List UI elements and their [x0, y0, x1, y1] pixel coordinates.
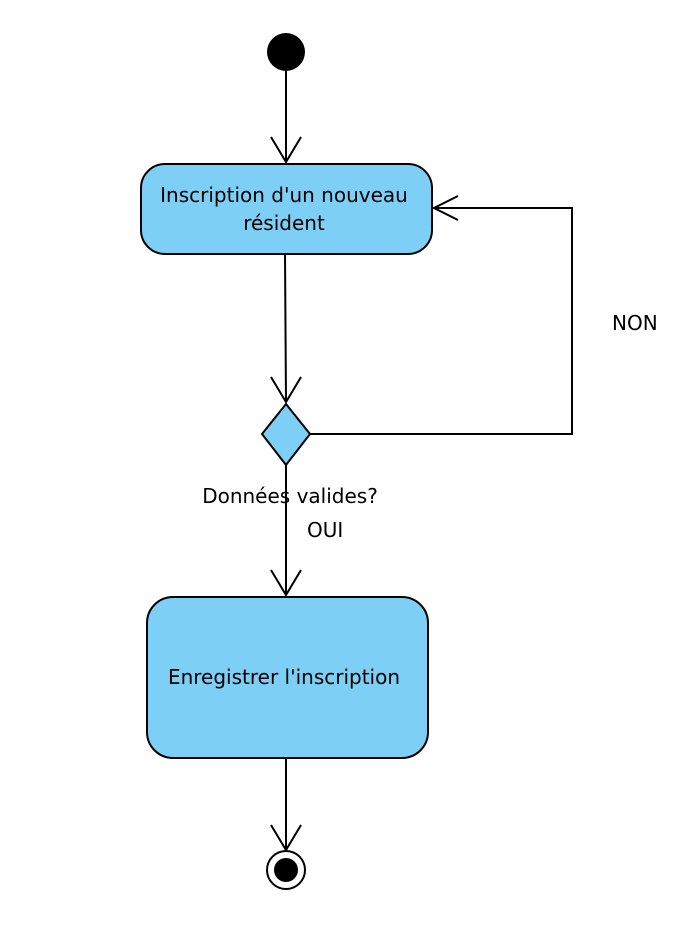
decision-node — [260, 402, 312, 467]
action-inscription-label-line1: Inscription d'un nouveau — [160, 183, 408, 207]
final-node — [266, 850, 306, 890]
edge-enregistrer-to-end — [270, 758, 302, 852]
final-node-inner — [274, 858, 298, 882]
edge-label-non: NON — [612, 311, 658, 335]
edge-label-oui: OUI — [307, 518, 343, 542]
action-inscription-label-line2: résident — [243, 211, 325, 235]
action-inscription: Inscription d'un nouveau résident — [140, 163, 433, 255]
initial-node — [267, 33, 305, 71]
edge-inscription-to-decision — [270, 253, 302, 404]
edge-decision-non-loop — [310, 195, 573, 435]
action-enregistrer-label: Enregistrer l'inscription — [168, 665, 400, 689]
decision-label: Données valides? — [202, 484, 378, 508]
action-enregistrer: Enregistrer l'inscription — [146, 596, 429, 759]
edge-decision-oui — [270, 465, 302, 597]
action-inscription-box — [140, 163, 433, 255]
action-enregistrer-box — [146, 596, 429, 759]
edge-start-to-inscription — [270, 71, 302, 164]
